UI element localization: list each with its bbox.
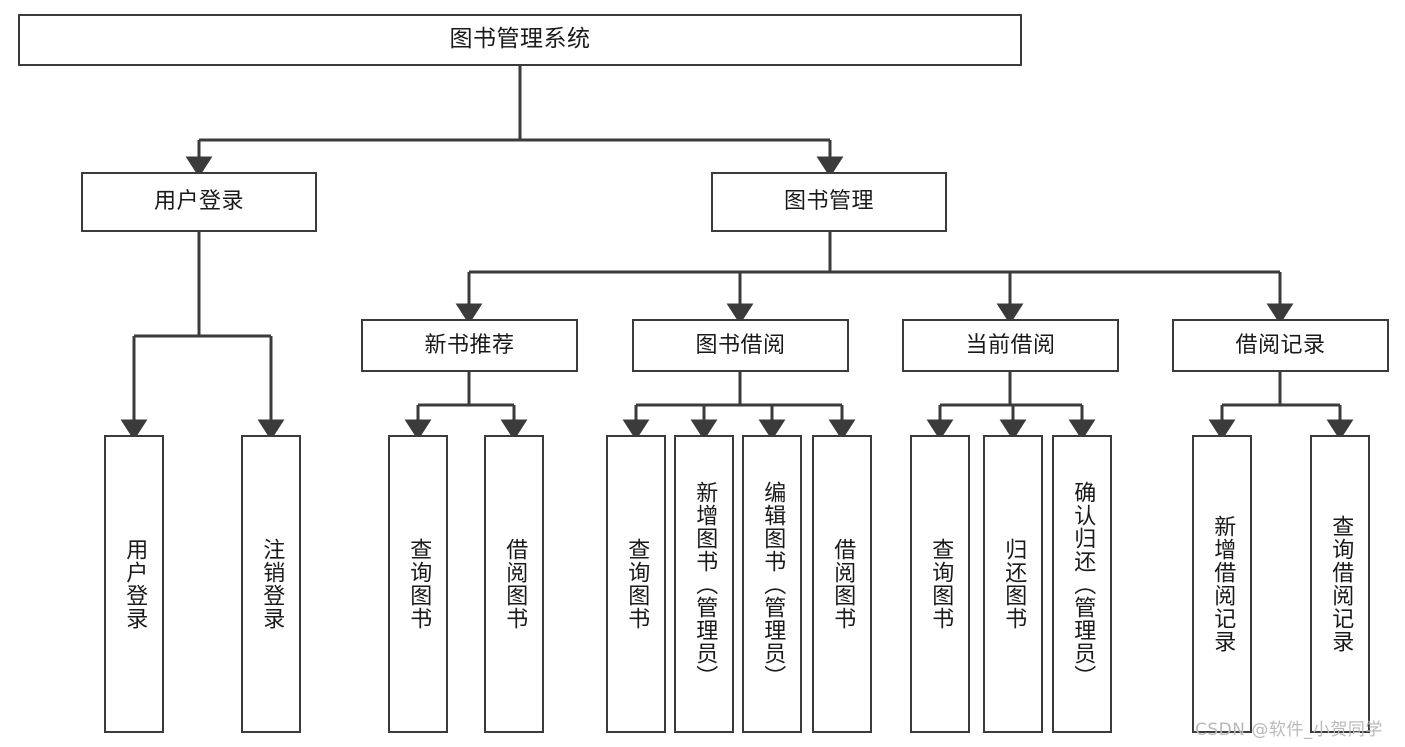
node-leaf-add-borrow-record[interactable]: 新增借阅记录 — [1192, 435, 1252, 733]
node-leaf-query-book-1[interactable]: 查询图书 — [388, 435, 448, 733]
node-book-manage[interactable]: 图书管理 — [711, 172, 947, 232]
node-leaf-borrow-book-2-label: 借阅图书 — [830, 538, 856, 630]
node-user-login[interactable]: 用户登录 — [81, 172, 317, 232]
node-book-borrow-label: 图书借阅 — [695, 332, 786, 358]
node-current-borrow-label: 当前借阅 — [965, 332, 1056, 358]
node-leaf-query-book-3[interactable]: 查询图书 — [910, 435, 970, 733]
node-leaf-add-borrow-record-label: 新增借阅记录 — [1210, 515, 1236, 653]
node-leaf-logout-login[interactable]: 注销登录 — [241, 435, 301, 733]
node-leaf-logout-login-label: 注销登录 — [259, 538, 285, 630]
node-leaf-query-borrow-record[interactable]: 查询借阅记录 — [1310, 435, 1370, 733]
node-leaf-confirm-return-admin-label: 确认归还（管理员） — [1070, 480, 1096, 688]
node-leaf-edit-book-admin-label: 编辑图书（管理员） — [760, 480, 786, 688]
node-borrow-record-label: 借阅记录 — [1235, 332, 1326, 358]
node-leaf-add-book-admin-label: 新增图书（管理员） — [692, 480, 718, 688]
node-book-borrow[interactable]: 图书借阅 — [632, 319, 849, 372]
node-leaf-return-book-label: 归还图书 — [1001, 538, 1027, 630]
node-leaf-query-borrow-record-label: 查询借阅记录 — [1328, 515, 1354, 653]
node-borrow-record[interactable]: 借阅记录 — [1172, 319, 1389, 372]
node-leaf-edit-book-admin[interactable]: 编辑图书（管理员） — [742, 435, 802, 733]
node-book-manage-label: 图书管理 — [783, 189, 874, 215]
node-leaf-user-login[interactable]: 用户登录 — [104, 435, 164, 733]
node-leaf-confirm-return-admin[interactable]: 确认归还（管理员） — [1052, 435, 1112, 733]
node-leaf-query-book-2-label: 查询图书 — [624, 538, 650, 630]
node-leaf-borrow-book-1-label: 借阅图书 — [502, 538, 528, 630]
node-leaf-return-book[interactable]: 归还图书 — [983, 435, 1043, 733]
node-leaf-query-book-2[interactable]: 查询图书 — [606, 435, 666, 733]
node-root-label: 图书管理系统 — [449, 26, 591, 53]
node-leaf-query-book-1-label: 查询图书 — [406, 538, 432, 630]
node-new-book-recommend[interactable]: 新书推荐 — [361, 319, 578, 372]
node-leaf-borrow-book-1[interactable]: 借阅图书 — [484, 435, 544, 733]
node-leaf-borrow-book-2[interactable]: 借阅图书 — [812, 435, 872, 733]
node-user-login-label: 用户登录 — [153, 189, 244, 215]
node-leaf-query-book-3-label: 查询图书 — [928, 538, 954, 630]
node-leaf-add-book-admin[interactable]: 新增图书（管理员） — [674, 435, 734, 733]
csdn-watermark: CSDN @软件_小贺同学 — [1195, 720, 1383, 740]
node-current-borrow[interactable]: 当前借阅 — [902, 319, 1119, 372]
node-leaf-user-login-label: 用户登录 — [122, 538, 148, 630]
node-new-book-recommend-label: 新书推荐 — [424, 332, 515, 358]
node-root[interactable]: 图书管理系统 — [18, 14, 1022, 66]
